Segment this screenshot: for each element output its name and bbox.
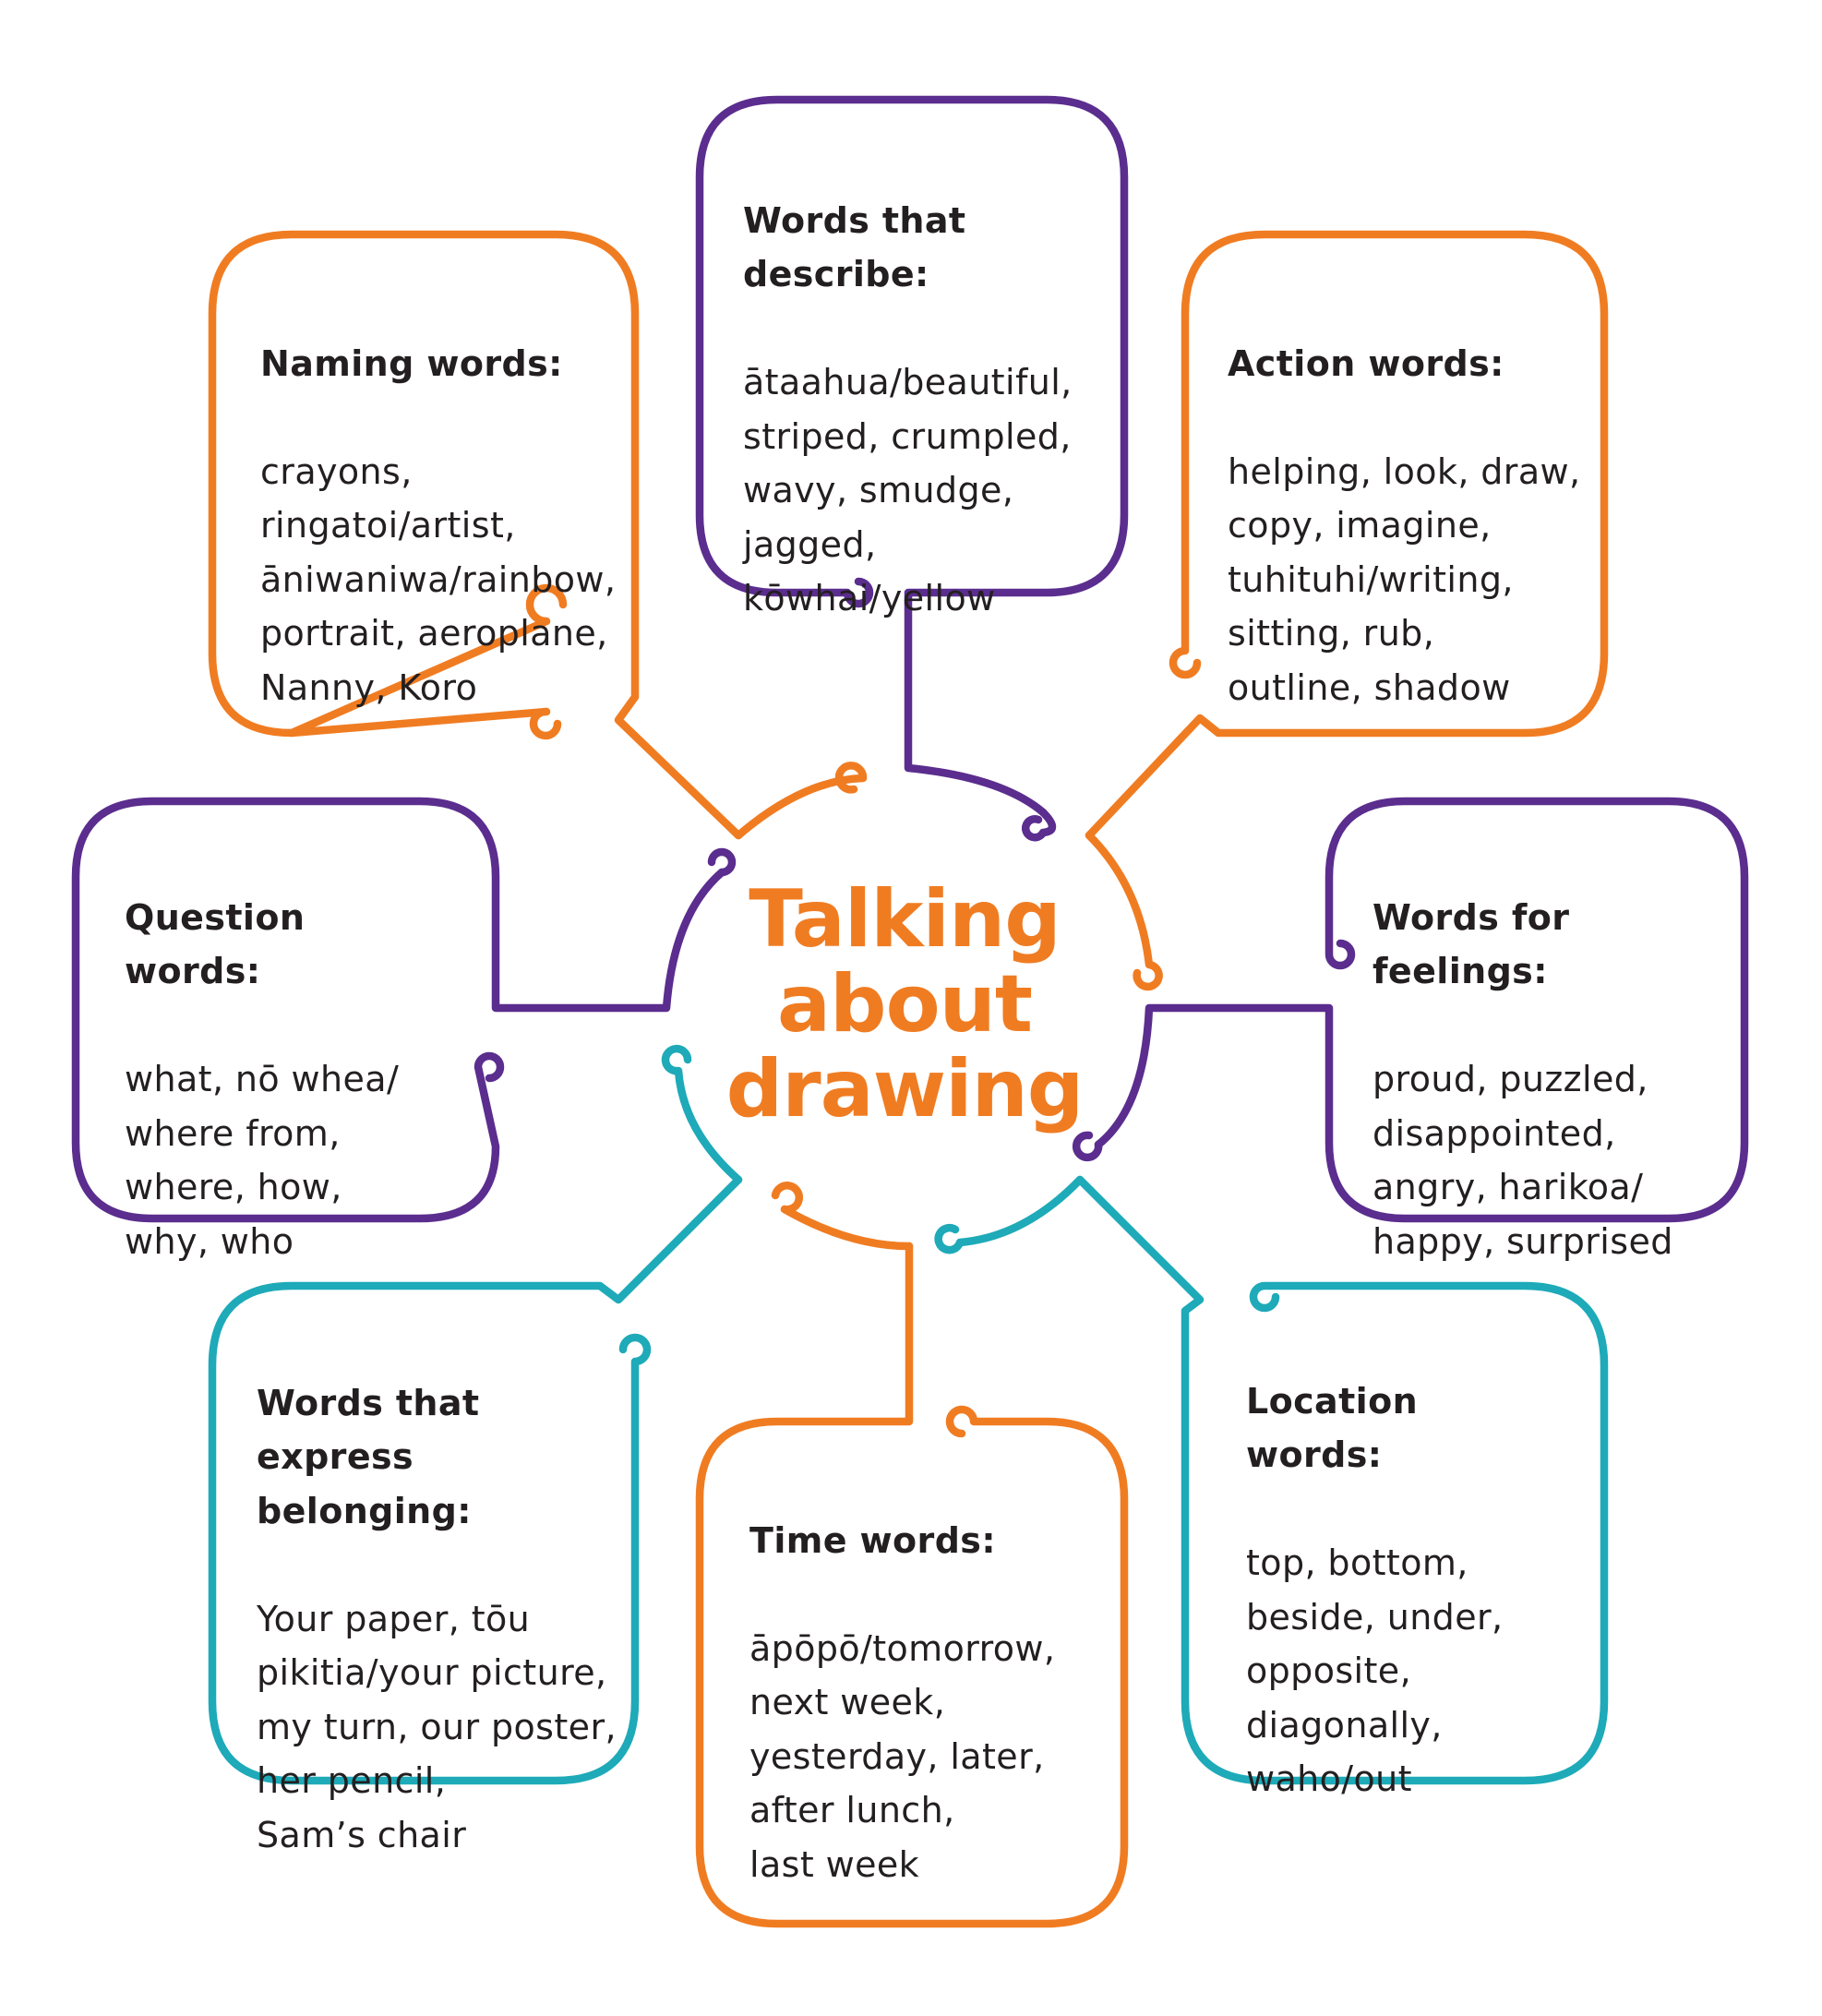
naming-words-heading: Naming words: <box>260 342 563 384</box>
belonging-box-outline <box>208 1175 743 1785</box>
action-box-outline <box>1085 230 1609 840</box>
naming-words-box: Naming words: crayons, ringatoi/artist, … <box>260 282 629 769</box>
time-words-box: Time words: āpōpō/tomorrow, next week, y… <box>749 1459 1119 1946</box>
naming-box-outline <box>208 230 743 840</box>
time-words-body: āpōpō/tomorrow, next week, yesterday, la… <box>749 1627 1056 1885</box>
time-box-outline <box>695 1242 1129 1928</box>
belonging-words-body: Your paper, tōu pikitia/your picture, my… <box>257 1598 617 1855</box>
question-words-body: what, nō whea/ where from, where, how, w… <box>125 1059 400 1262</box>
naming-words-body: crayons, ringatoi/artist, āniwaniwa/rain… <box>260 450 617 708</box>
question-words-heading: Question words: <box>125 896 306 992</box>
center-ring <box>661 762 1163 1254</box>
action-words-box: Action words: helping, look, draw, copy,… <box>1228 282 1597 769</box>
describe-box-outline <box>695 95 1129 842</box>
question-box-outline <box>71 797 737 1223</box>
center-title: Talking about drawing <box>725 873 1085 1135</box>
feelings-words-body: proud, puzzled, disappointed, angry, har… <box>1372 1059 1673 1262</box>
location-words-body: top, bottom, beside, under, opposite, di… <box>1246 1542 1504 1799</box>
location-words-box: Location words: top, bottom, beside, und… <box>1246 1320 1615 1860</box>
feelings-words-box: Words for feelings: proud, puzzled, disa… <box>1372 836 1742 1323</box>
time-words-heading: Time words: <box>749 1519 996 1561</box>
feelings-box-outline <box>1072 797 1749 1223</box>
describe-words-body: ātaahua/beautiful, striped, crumpled, wa… <box>743 362 1073 618</box>
action-words-heading: Action words: <box>1228 342 1504 384</box>
describe-words-box: Words that describe: ātaahua/beautiful, … <box>743 139 1112 679</box>
belonging-words-box: Words that express belonging: Your paper… <box>257 1322 626 1916</box>
question-words-box: Question words: what, nō whea/ where fro… <box>125 836 494 1323</box>
feelings-words-heading: Words for feelings: <box>1372 896 1570 992</box>
describe-words-heading: Words that describe: <box>743 199 966 295</box>
location-box-outline <box>1075 1175 1609 1785</box>
action-words-body: helping, look, draw, copy, imagine, tuhi… <box>1228 450 1581 708</box>
belonging-words-heading: Words that express belonging: <box>257 1382 480 1531</box>
location-words-heading: Location words: <box>1246 1380 1419 1476</box>
